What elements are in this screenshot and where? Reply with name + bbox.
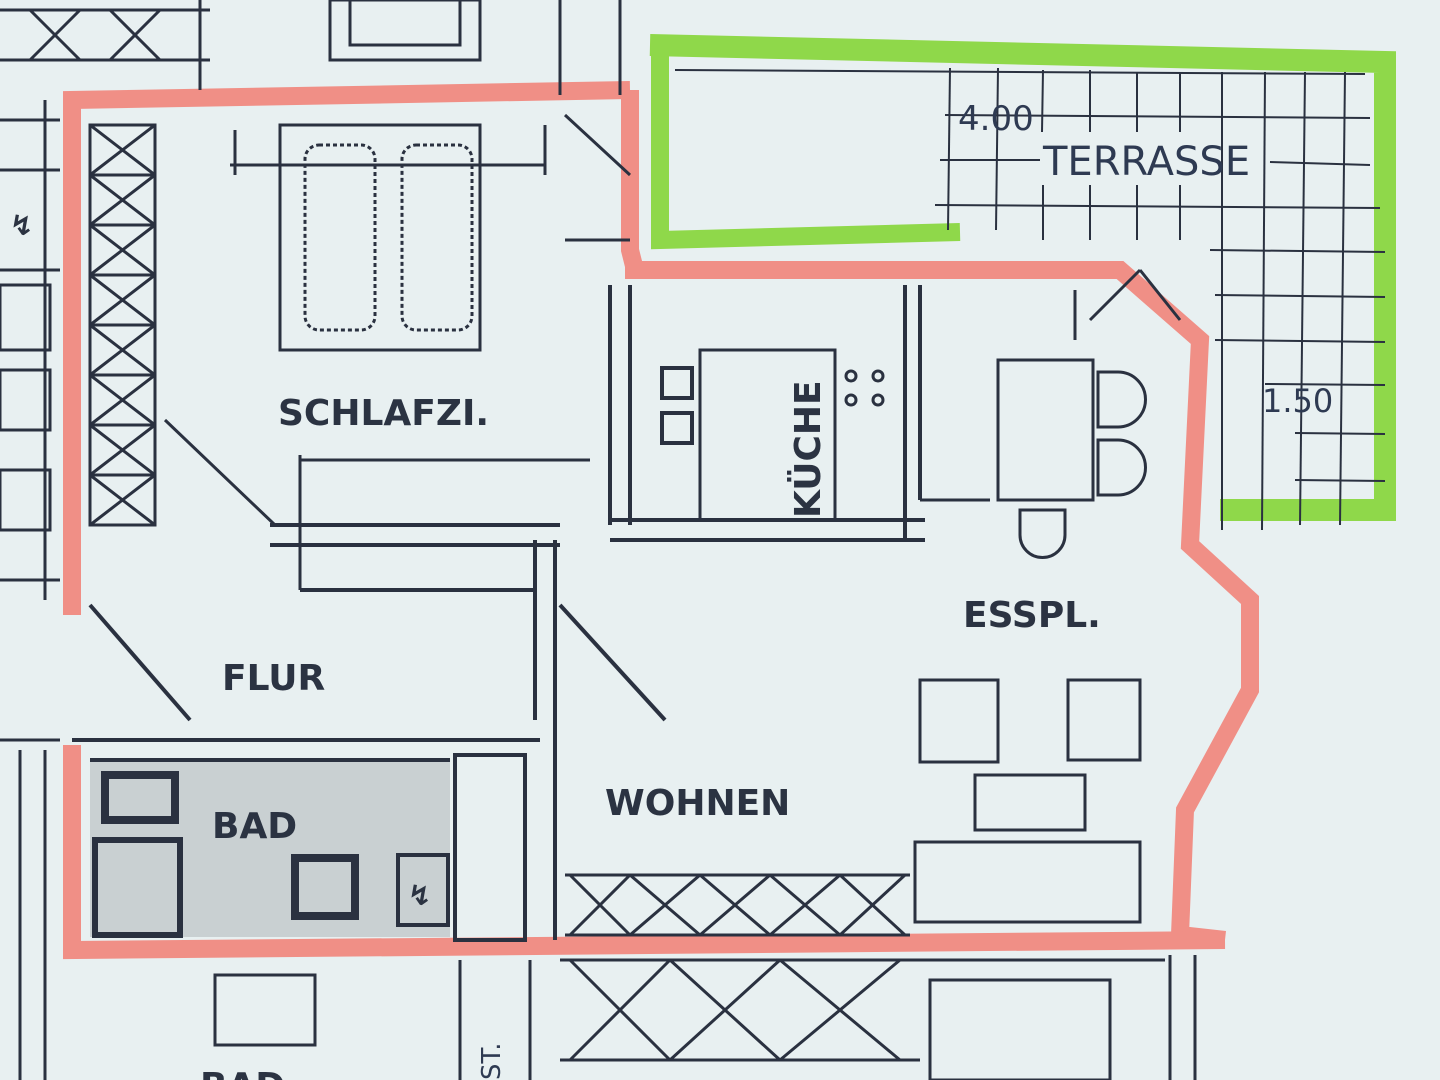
kitchen-fixtures: [660, 348, 885, 522]
room-label-essplatz: ESSPL.: [963, 595, 1101, 636]
neighbor-label-bath: BAD: [200, 1066, 285, 1080]
neighbor-label-stair: ST.: [477, 1042, 507, 1080]
apartment-outline: [63, 81, 1259, 960]
terrace-grid: [674, 67, 1386, 531]
bathroom-fixtures: [90, 762, 450, 938]
room-label-terrasse: TERRASSE: [1042, 139, 1250, 185]
room-label-flur: FLUR: [222, 658, 325, 699]
dimension-terrace-depth: 1.50: [1262, 382, 1333, 420]
left-neighbor-units: [0, 100, 60, 1080]
room-label-bad: BAD: [212, 806, 297, 847]
dining-furniture: [920, 268, 1182, 559]
interior-walls: [72, 285, 925, 942]
living-furniture: [565, 678, 1142, 937]
bedroom-furniture: [163, 113, 632, 590]
room-label-kueche: KÜCHE: [787, 380, 829, 518]
dimension-terrace-width: 4.00: [958, 99, 1034, 139]
top-neighbor-units: [0, 0, 622, 95]
room-label-schlafzimmer: SCHLAFZI.: [278, 393, 489, 434]
electrical-symbol-icon: ↯: [10, 209, 33, 242]
room-label-wohnen: WOHNEN: [605, 783, 790, 824]
terrace-outline: [649, 34, 1396, 521]
bottom-neighbor-units: [213, 955, 1197, 1080]
electrical-symbol-icon: ↯: [408, 879, 431, 912]
wardrobe: [88, 123, 157, 527]
